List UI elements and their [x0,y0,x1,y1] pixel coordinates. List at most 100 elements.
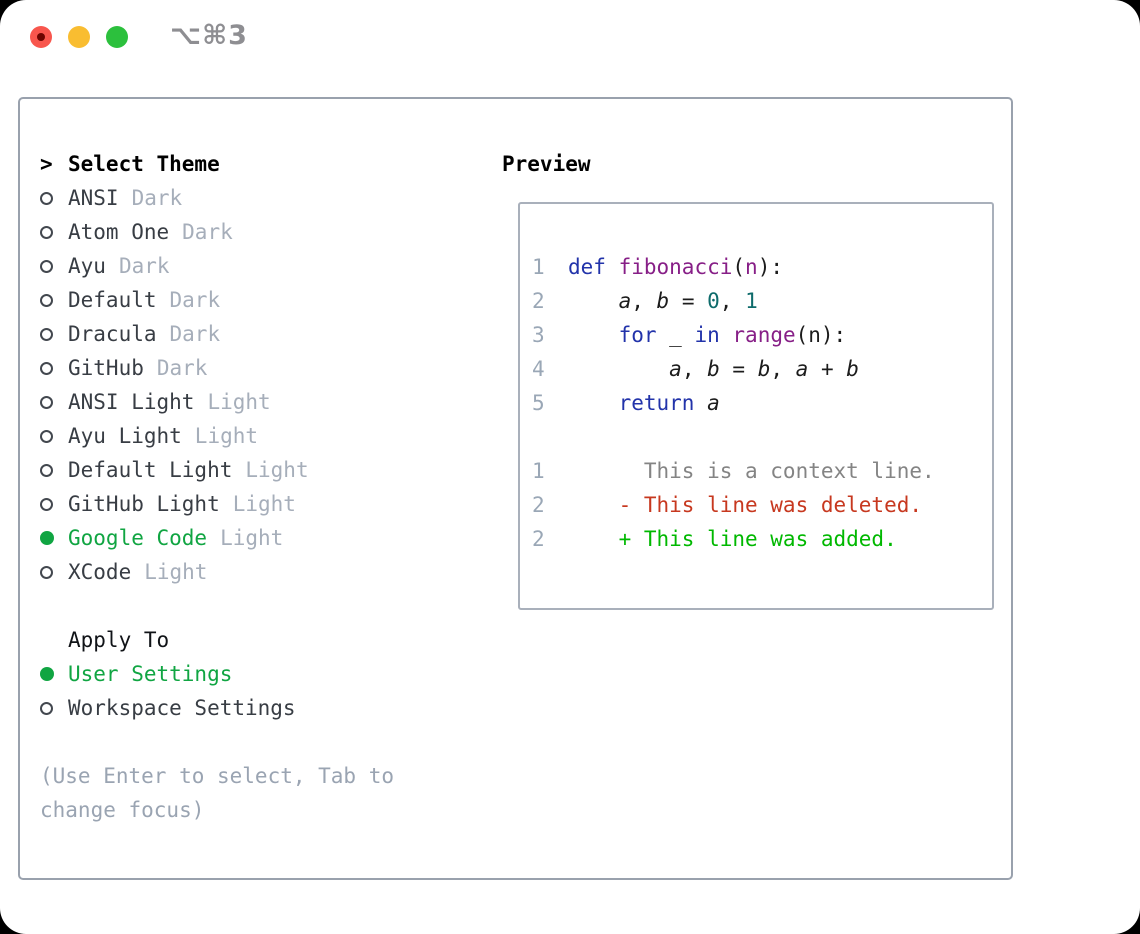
apply-option-label: Workspace Settings [68,696,296,720]
minimize-button-icon[interactable] [68,26,90,48]
theme-name: Ayu Light [68,424,182,448]
theme-variant: Dark [156,356,208,380]
theme-name: Atom One [68,220,170,244]
code-line: 2 - This line was deleted. [532,488,992,522]
theme-name: ANSI Light [68,390,195,414]
theme-option-row[interactable]: Ayu Dark [40,249,495,283]
spacer [40,589,495,623]
radio-slot [40,667,68,681]
line-content: a, b = 0, 1 [618,289,758,313]
radio-icon[interactable] [40,191,53,205]
theme-name: Default [68,288,157,312]
line-content: - This line was deleted. [568,493,923,517]
code-line: 5 return a [532,386,992,420]
radio-slot [40,395,68,409]
code-line: 1 def fibonacci(n): [532,250,992,284]
theme-option-row[interactable]: Default Dark [40,283,495,317]
settings-panel: > Select Theme ANSI Dark Atom One Dark A… [18,97,1013,880]
theme-option-row[interactable]: Dracula Dark [40,317,495,351]
radio-icon[interactable] [40,429,53,443]
apply-option-row[interactable]: Workspace Settings [40,691,495,725]
line-number: 1 [532,459,545,483]
theme-variant: Dark [169,322,221,346]
preview-header-row: Preview [502,147,1011,181]
theme-option-row[interactable]: Google Code Light [40,521,495,555]
theme-name: Default Light [68,458,233,482]
theme-name: Dracula [68,322,157,346]
radio-icon[interactable] [40,667,54,681]
apply-option-row[interactable]: User Settings [40,657,495,691]
selection-caret-slot: > [40,152,68,176]
theme-name: GitHub [68,356,144,380]
theme-option-row[interactable]: GitHub Dark [40,351,495,385]
radio-icon[interactable] [40,497,53,511]
radio-icon[interactable] [40,259,53,273]
line-content: This is a context line. [568,459,935,483]
theme-variant: Light [194,424,259,448]
radio-icon[interactable] [40,701,53,715]
traffic-lights [30,26,128,48]
radio-slot [40,327,68,341]
line-number: 5 [532,391,545,415]
theme-name: ANSI [68,186,119,210]
line-content: def fibonacci(n): [568,255,783,279]
radio-icon[interactable] [40,327,53,341]
theme-option-row[interactable]: GitHub Light Light [40,487,495,521]
radio-slot [40,293,68,307]
theme-variant: Dark [131,186,183,210]
radio-icon[interactable] [40,361,53,375]
radio-icon[interactable] [40,565,53,579]
zoom-button-icon[interactable] [106,26,128,48]
radio-slot [40,429,68,443]
theme-name: GitHub Light [68,492,220,516]
theme-option-row[interactable]: Default Light Light [40,453,495,487]
theme-name: Google Code [68,526,208,550]
line-content: + This line was added. [568,527,897,551]
radio-icon[interactable] [40,395,53,409]
line-number: 1 [532,255,545,279]
line-content: for _ in range(n): [618,323,847,347]
line-number: 4 [532,357,545,381]
line-content: return a [618,391,720,415]
theme-variant: Light [232,492,296,516]
theme-name: XCode [68,560,132,584]
code-line: 4 a, b = b, a + b [532,352,992,386]
radio-icon[interactable] [40,225,53,239]
radio-slot [40,361,68,375]
theme-option-row[interactable]: XCode Light [40,555,495,589]
caret-icon: > [40,152,53,176]
theme-variant: Light [207,390,271,414]
theme-variant: Light [245,458,309,482]
code-line: 3 for _ in range(n): [532,318,992,352]
select-theme-header: Select Theme [68,152,220,176]
select-theme-header-row: > Select Theme [40,147,495,181]
theme-variant: Dark [169,288,221,312]
theme-option-row[interactable]: Atom One Dark [40,215,495,249]
preview-code: 1 def fibonacci(n): 2 a, b = 0, 1 3 for … [532,250,992,556]
radio-slot [40,701,68,715]
radio-icon[interactable] [40,531,54,545]
preview-header: Preview [502,152,591,176]
radio-icon[interactable] [40,293,53,307]
line-number: 2 [532,527,545,551]
theme-option-row[interactable]: Ayu Light Light [40,419,495,453]
close-button-icon[interactable] [30,26,52,48]
apply-to-header: Apply To [68,628,170,652]
theme-option-row[interactable]: ANSI Light Light [40,385,495,419]
preview-box: 1 def fibonacci(n): 2 a, b = 0, 1 3 for … [518,202,994,610]
radio-slot [40,531,68,545]
radio-slot [40,497,68,511]
code-line: 1 This is a context line. [532,454,992,488]
line-content: a, b = b, a + b [669,357,859,381]
apply-option-label: User Settings [68,662,233,686]
radio-icon[interactable] [40,463,53,477]
code-line: 2 a, b = 0, 1 [532,284,992,318]
theme-variant: Dark [182,220,233,244]
theme-option-row[interactable]: ANSI Dark [40,181,495,215]
code-line [532,420,992,454]
apply-to-header-row: Apply To [40,623,495,657]
theme-variant: Light [220,526,284,550]
radio-slot [40,565,68,579]
theme-column: > Select Theme ANSI Dark Atom One Dark A… [40,147,495,878]
